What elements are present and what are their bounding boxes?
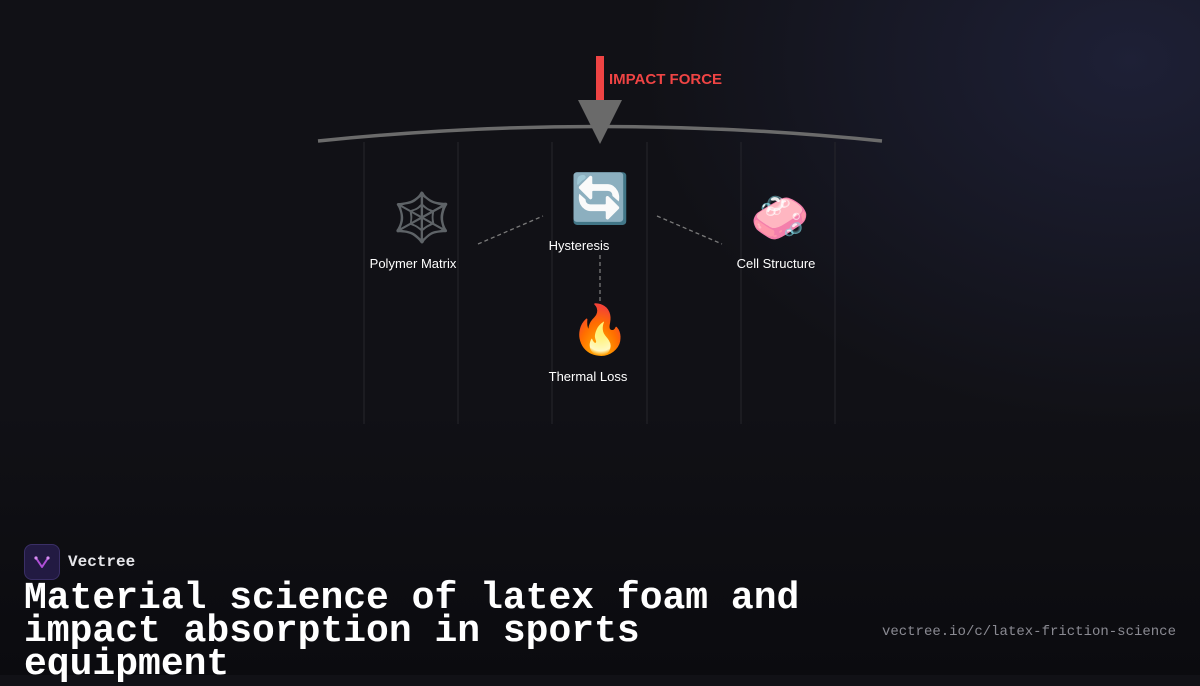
force-arrow-shaft (596, 56, 604, 102)
connectors (477, 215, 723, 302)
node-label-thermal-loss: Thermal Loss (548, 369, 628, 384)
source-url[interactable]: vectree.io/c/latex-friction-science (881, 624, 1176, 640)
spider-web-icon: 🕸️ (392, 190, 452, 246)
node-label-hysteresis: Hysteresis (548, 238, 610, 253)
brand-name: Vectree (68, 553, 136, 571)
grid-lines (363, 142, 836, 424)
page-title: Material science of latex foam and impac… (24, 577, 800, 686)
node-label-cell-structure: Cell Structure (736, 256, 816, 271)
impact-force-label: IMPACT FORCE (609, 71, 723, 88)
connector-polymer-hysteresis (477, 215, 544, 245)
node-label-polymer-matrix: Polymer Matrix (369, 256, 457, 271)
force-arrow-head (578, 100, 622, 144)
soap-icon: 🧼 (750, 190, 810, 246)
vectree-logo-icon (24, 544, 60, 580)
cycle-arrows-icon: 🔄 (570, 171, 630, 227)
connector-hysteresis-cell (656, 215, 723, 245)
fire-icon: 🔥 (570, 302, 630, 358)
brand[interactable]: Vectree (24, 544, 135, 580)
